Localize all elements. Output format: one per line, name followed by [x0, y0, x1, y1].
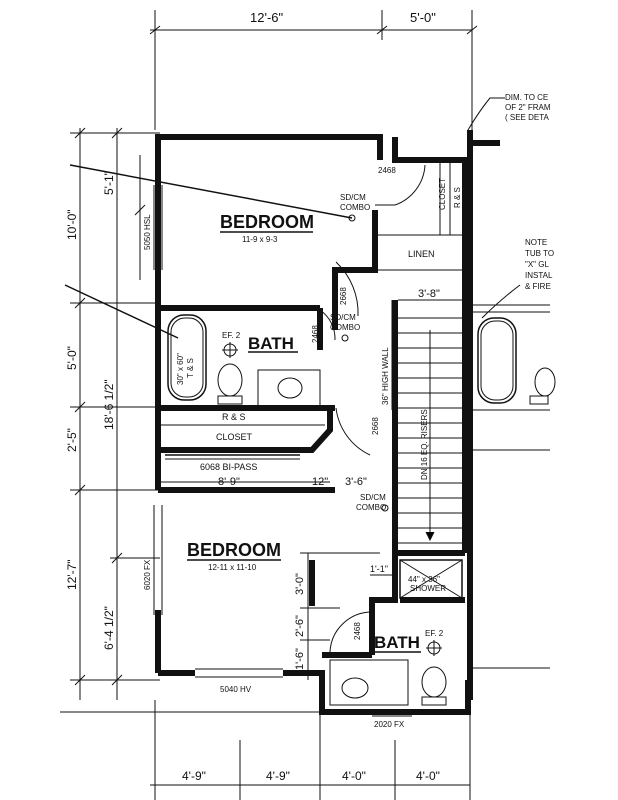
dim-bottom-1: 4'-9" — [182, 769, 206, 783]
rs-mid-label: R & S — [222, 412, 246, 422]
note-tub-leader — [481, 284, 521, 319]
bedroom1-title: BEDROOM — [220, 212, 314, 232]
sdcm-1-line-2: COMBO — [340, 203, 370, 212]
sdcm-3-line-1: SD/CM — [360, 493, 386, 502]
note-leader — [467, 97, 505, 131]
dim-bottom-2: 4'-9" — [266, 769, 290, 783]
dim-mid-3: 6'-4 1/2" — [102, 606, 116, 650]
dim-12: 12" — [312, 476, 328, 488]
window-2020-label: 2020 FX — [374, 720, 405, 729]
dim-2-6: 2'-6" — [294, 615, 306, 637]
dim-top-right: 5'-0" — [410, 10, 436, 25]
stair-treads — [398, 317, 463, 544]
dim-top-left: 12'-6" — [250, 10, 284, 25]
note-dim-line-1: DIM. TO CE — [505, 93, 548, 102]
shower — [399, 559, 463, 599]
bath1-title: BATH — [248, 334, 294, 353]
door-2468-bath2: 2468 — [353, 622, 362, 640]
dim-left-3: 2'-5" — [65, 428, 79, 452]
tub-size: 30" x 60" — [176, 353, 185, 385]
dim-mid-1: 5'-1" — [102, 171, 116, 195]
linen-label: LINEN — [408, 249, 435, 259]
note-tub-line-1: NOTE — [525, 238, 547, 247]
sdcm-1-icon — [348, 214, 356, 222]
fan-2-label: EF. 2 — [425, 629, 444, 638]
bath1-tub — [167, 314, 207, 401]
dim-3-6: 3'-6" — [345, 476, 367, 488]
sdcm-3-line-2: COMBO — [356, 503, 386, 512]
stair-width-label: 3'-8" — [418, 288, 440, 300]
note-tub-line-2: TUB TO — [525, 249, 554, 258]
dim-1-1: 1'-1" — [370, 564, 388, 574]
bath2-door-swing — [329, 611, 373, 653]
bedroom1-door-swing — [335, 261, 359, 317]
bath1-toilet — [217, 363, 243, 397]
bath2-toilet — [421, 666, 447, 698]
bath2-dim-lines — [300, 552, 392, 680]
window-6020-label: 6020 FX — [143, 559, 152, 590]
dim-left-2: 5'-0" — [65, 346, 79, 370]
sdcm-2-line-2: COMBO — [330, 323, 360, 332]
bath2-title: BATH — [374, 633, 420, 652]
walls — [155, 130, 500, 715]
linen-closet — [374, 234, 466, 271]
note-tub-line-3: "X" GL — [525, 260, 549, 269]
door-2668-hall-2: 2668 — [371, 417, 380, 435]
bedroom1-size: 11-9 x 9-3 — [242, 235, 278, 244]
note-tub-line-4: INSTAL — [525, 271, 553, 280]
door-2468-bath1: 2468 — [311, 325, 320, 343]
dim-8-9: 8'-9" — [218, 476, 240, 488]
bath2-toilet-tank — [421, 696, 447, 706]
dim-left-1: 10'-0" — [65, 209, 79, 240]
left-dimension-lines — [70, 127, 160, 700]
leader-line-2 — [64, 284, 179, 339]
closet-top-label: CLOSET — [438, 178, 447, 210]
door-2468-top: 2468 — [378, 166, 396, 175]
note-tub-line-5: & FIRE — [525, 282, 551, 291]
dim-3-0: 3'-0" — [294, 573, 306, 595]
windows — [153, 185, 550, 678]
closet-mid-label: CLOSET — [216, 432, 253, 442]
stair-risers-label: DN 16 EQ. RISERS — [420, 409, 429, 480]
tub-ts: T & S — [186, 358, 195, 378]
sdcm-1-line-1: SD/CM — [340, 193, 366, 202]
bipass-label: 6068 BI-PASS — [200, 462, 257, 472]
dim-bottom-3: 4'-0" — [342, 769, 366, 783]
door-2668-hall: 2668 — [339, 287, 348, 305]
dim-left-4: 12'-7" — [65, 559, 79, 590]
bedroom2-size: 12-11 x 11-10 — [208, 563, 257, 572]
bath1-tub-inner — [170, 317, 204, 398]
high-wall-label: 36" HIGH WALL — [381, 347, 390, 405]
dim-bottom-4: 4'-0" — [416, 769, 440, 783]
sdcm-3-icon — [381, 504, 389, 512]
window-5050-label: 5050 HSL — [143, 214, 152, 250]
bath1-toilet-tank — [217, 395, 243, 405]
dim-1-6: 1'-6" — [294, 648, 306, 670]
sdcm-2-icon — [341, 334, 349, 342]
dim-mid-2: 18'-6 1/2" — [102, 379, 116, 430]
adjacent-unit — [477, 317, 556, 405]
note-dim-line-2: OF 2" FRAM — [505, 103, 551, 112]
sdcm-2-line-1: SD/CM — [330, 313, 356, 322]
shower-label: SHOWER — [410, 584, 446, 593]
fan-1-label: EF. 2 — [222, 331, 241, 340]
bath2-vanity — [329, 659, 409, 706]
rs-top-label: R & S — [453, 187, 462, 208]
top-dimension-lines — [149, 10, 478, 130]
bath1-sink — [277, 377, 303, 399]
bath1-vanity — [257, 369, 321, 407]
bath2-sink — [341, 677, 369, 699]
bedroom2-title: BEDROOM — [187, 540, 281, 560]
note-dim-line-3: ( SEE DETA — [505, 113, 550, 122]
shower-size: 44" x 36" — [408, 575, 440, 584]
leader-line-1 — [69, 164, 353, 219]
hall-door-swing — [335, 407, 371, 456]
window-5040-label: 5040 HV — [220, 685, 252, 694]
